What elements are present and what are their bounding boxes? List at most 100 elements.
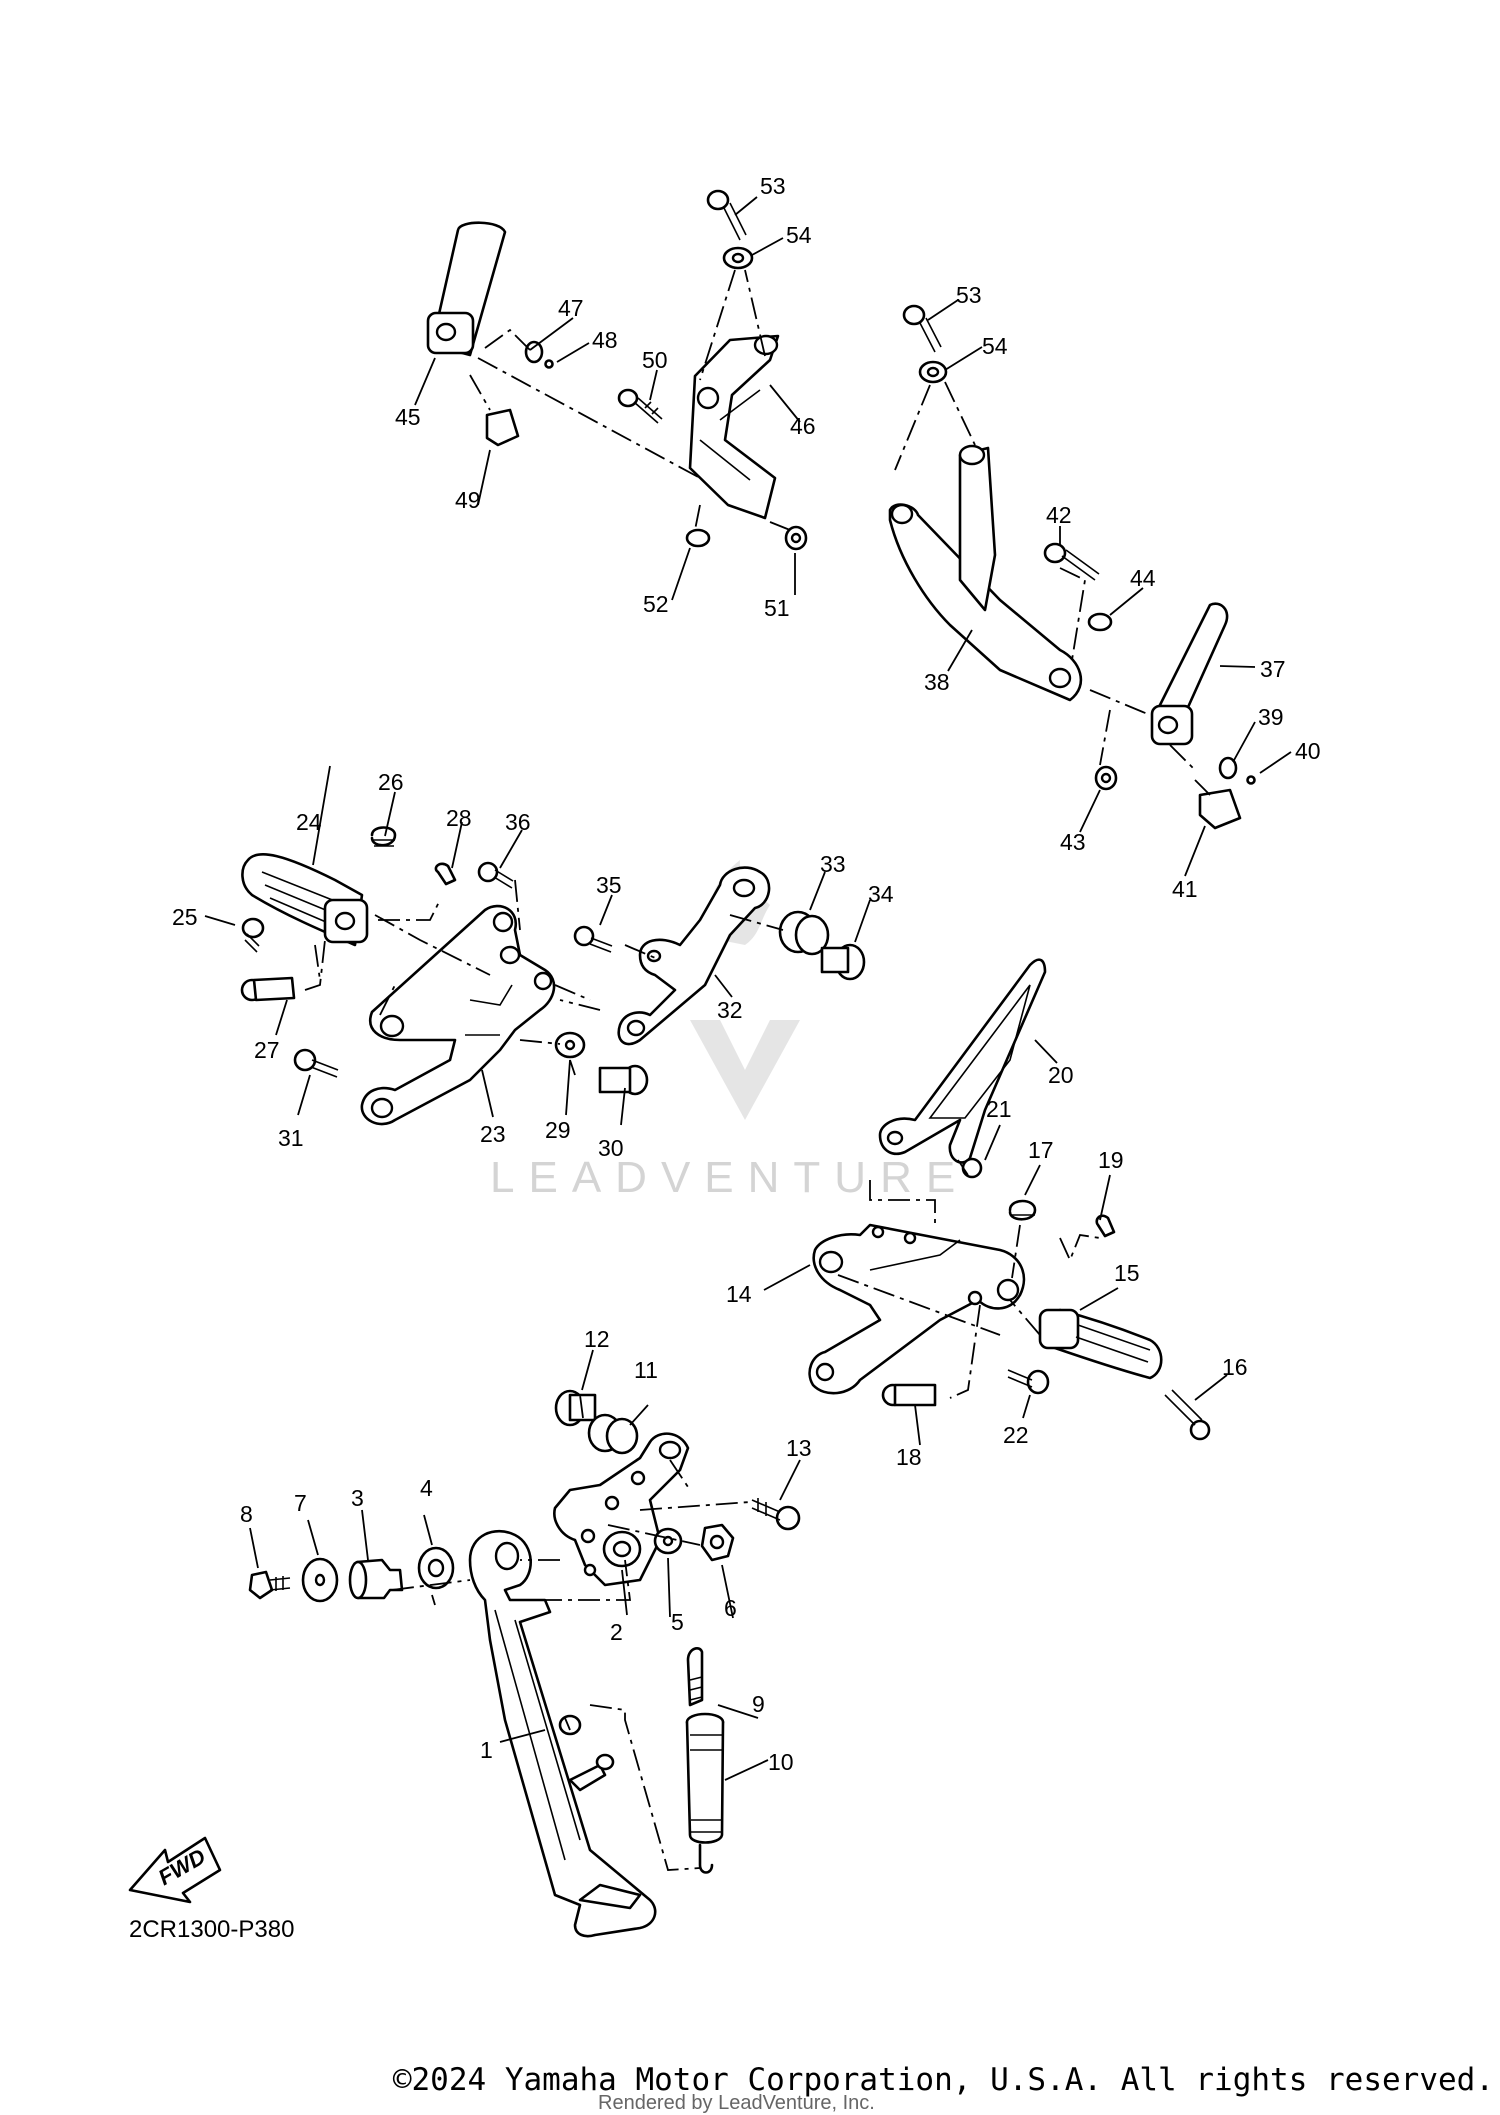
callout-34: 34 — [868, 881, 894, 907]
fwd-arrow-icon: FWD — [128, 1836, 222, 1904]
part-8-bolt[interactable] — [248, 1570, 291, 1600]
callout-8: 8 — [240, 1501, 253, 1527]
callout-45: 45 — [395, 404, 421, 430]
part-45-pillion-peg[interactable] — [426, 221, 507, 357]
callout-26: 26 — [378, 769, 404, 795]
callout-9: 9 — [752, 1691, 765, 1717]
callout-31: 31 — [278, 1125, 304, 1151]
part-23-footrest-bracket[interactable] — [360, 904, 556, 1126]
part-35-bolt[interactable] — [573, 925, 613, 953]
callout-4: 4 — [420, 1475, 433, 1501]
part-14-footrest-bracket[interactable] — [808, 1223, 1026, 1395]
callout-51: 51 — [764, 595, 790, 621]
diagram-code: 2CR1300-P380 — [129, 1916, 294, 1943]
part-49-plate[interactable] — [485, 408, 520, 447]
callout-41: 41 — [1172, 876, 1198, 902]
part-9-spring-hook[interactable] — [686, 1647, 704, 1707]
callout-49: 49 — [455, 487, 481, 513]
callout-32: 32 — [717, 997, 743, 1023]
callout-46: 46 — [790, 413, 816, 439]
callout-38: 38 — [924, 669, 950, 695]
part-48-ball[interactable] — [544, 359, 554, 369]
part-29-washer[interactable] — [554, 1031, 586, 1059]
part-6-nut[interactable] — [700, 1523, 735, 1562]
part-18-pin[interactable] — [881, 1383, 937, 1407]
part-51-nut[interactable] — [784, 525, 808, 551]
callout-50: 50 — [642, 347, 668, 373]
callout-13: 13 — [786, 1435, 812, 1461]
part-2-bracket[interactable] — [553, 1432, 690, 1587]
callout-52: 52 — [643, 591, 669, 617]
part-54-washer-upper-right[interactable] — [918, 360, 948, 384]
part-3-collar[interactable] — [348, 1558, 404, 1600]
part-31-bolt[interactable] — [293, 1048, 339, 1078]
part-53-bolt-upper-left[interactable] — [706, 189, 747, 241]
part-11-bushing[interactable] — [587, 1413, 639, 1455]
callout-53: 53 — [760, 173, 786, 199]
callout-16: 16 — [1222, 1354, 1248, 1380]
part-28-cotter-pin[interactable] — [434, 862, 457, 886]
part-15-footpeg[interactable] — [1038, 1308, 1163, 1380]
callout-10: 10 — [768, 1749, 794, 1775]
callout-39: 39 — [1258, 704, 1284, 730]
part-25-bolt[interactable] — [241, 917, 265, 953]
callout-23: 23 — [480, 1121, 506, 1147]
part-46-bracket[interactable] — [688, 334, 780, 520]
callout-21: 21 — [986, 1096, 1012, 1122]
part-16-bolt[interactable] — [1164, 1389, 1211, 1441]
callout-18: 18 — [896, 1444, 922, 1470]
callout-40: 40 — [1295, 738, 1321, 764]
part-41-plate[interactable] — [1198, 788, 1242, 830]
part-34-collar[interactable] — [820, 943, 866, 981]
callout-12: 12 — [584, 1326, 610, 1352]
part-42-bolt[interactable] — [1043, 542, 1100, 581]
callout-30: 30 — [598, 1135, 624, 1161]
part-44-pin[interactable] — [1087, 612, 1113, 632]
callout-44: 44 — [1130, 565, 1156, 591]
part-19-cotter-pin[interactable] — [1095, 1214, 1116, 1238]
part-13-bolt[interactable] — [751, 1498, 801, 1531]
part-33-bushing[interactable] — [778, 910, 830, 956]
callout-1: 1 — [480, 1737, 493, 1763]
part-7-washer[interactable] — [301, 1557, 339, 1603]
part-30-collar-bolt[interactable] — [598, 1064, 649, 1096]
part-36-bolt[interactable] — [477, 861, 514, 889]
callout-28: 28 — [446, 805, 472, 831]
part-37-pillion-peg[interactable] — [1150, 602, 1229, 746]
callout-29: 29 — [545, 1117, 571, 1143]
callout-54: 54 — [786, 222, 812, 248]
copyright-notice: ©2024 Yamaha Motor Corporation, U.S.A. A… — [392, 2062, 1494, 2098]
part-4-washer[interactable] — [417, 1546, 455, 1590]
part-38-bracket[interactable] — [888, 444, 1083, 702]
part-1-side-stand[interactable] — [468, 1529, 657, 1938]
part-40-ball[interactable] — [1246, 775, 1256, 785]
part-21-bolt[interactable] — [957, 1157, 983, 1179]
part-5-washer[interactable] — [653, 1527, 683, 1555]
callout-54-right: 54 — [982, 333, 1008, 359]
part-22-bolt[interactable] — [1007, 1369, 1050, 1395]
part-50-bolt[interactable] — [617, 388, 663, 424]
callout-33: 33 — [820, 851, 846, 877]
callout-25: 25 — [172, 904, 198, 930]
part-17-spring[interactable] — [1008, 1199, 1037, 1221]
callout-labels: 53 54 47 48 50 45 46 49 52 51 53 54 42 4… — [172, 173, 1321, 1775]
part-26-spring[interactable] — [370, 826, 397, 847]
part-24-footpeg[interactable] — [241, 853, 369, 947]
part-54-washer-upper-left[interactable] — [722, 246, 754, 270]
part-20-heel-guard[interactable] — [878, 958, 1047, 1164]
part-10-spring[interactable] — [685, 1712, 725, 1874]
callout-19: 19 — [1098, 1147, 1124, 1173]
callout-17: 17 — [1028, 1137, 1054, 1163]
part-53-bolt-upper-right[interactable] — [902, 304, 942, 353]
part-47-spring[interactable] — [524, 340, 544, 364]
callout-36: 36 — [505, 809, 531, 835]
callout-6: 6 — [724, 1595, 737, 1621]
part-12-collar[interactable] — [554, 1389, 597, 1427]
part-39-spring[interactable] — [1218, 756, 1238, 780]
part-32-heel-guard[interactable] — [617, 866, 771, 1046]
part-43-nut[interactable] — [1094, 765, 1118, 791]
part-52-pin[interactable] — [685, 528, 711, 548]
part-27-pin[interactable] — [240, 976, 296, 1002]
callout-2: 2 — [610, 1619, 623, 1645]
